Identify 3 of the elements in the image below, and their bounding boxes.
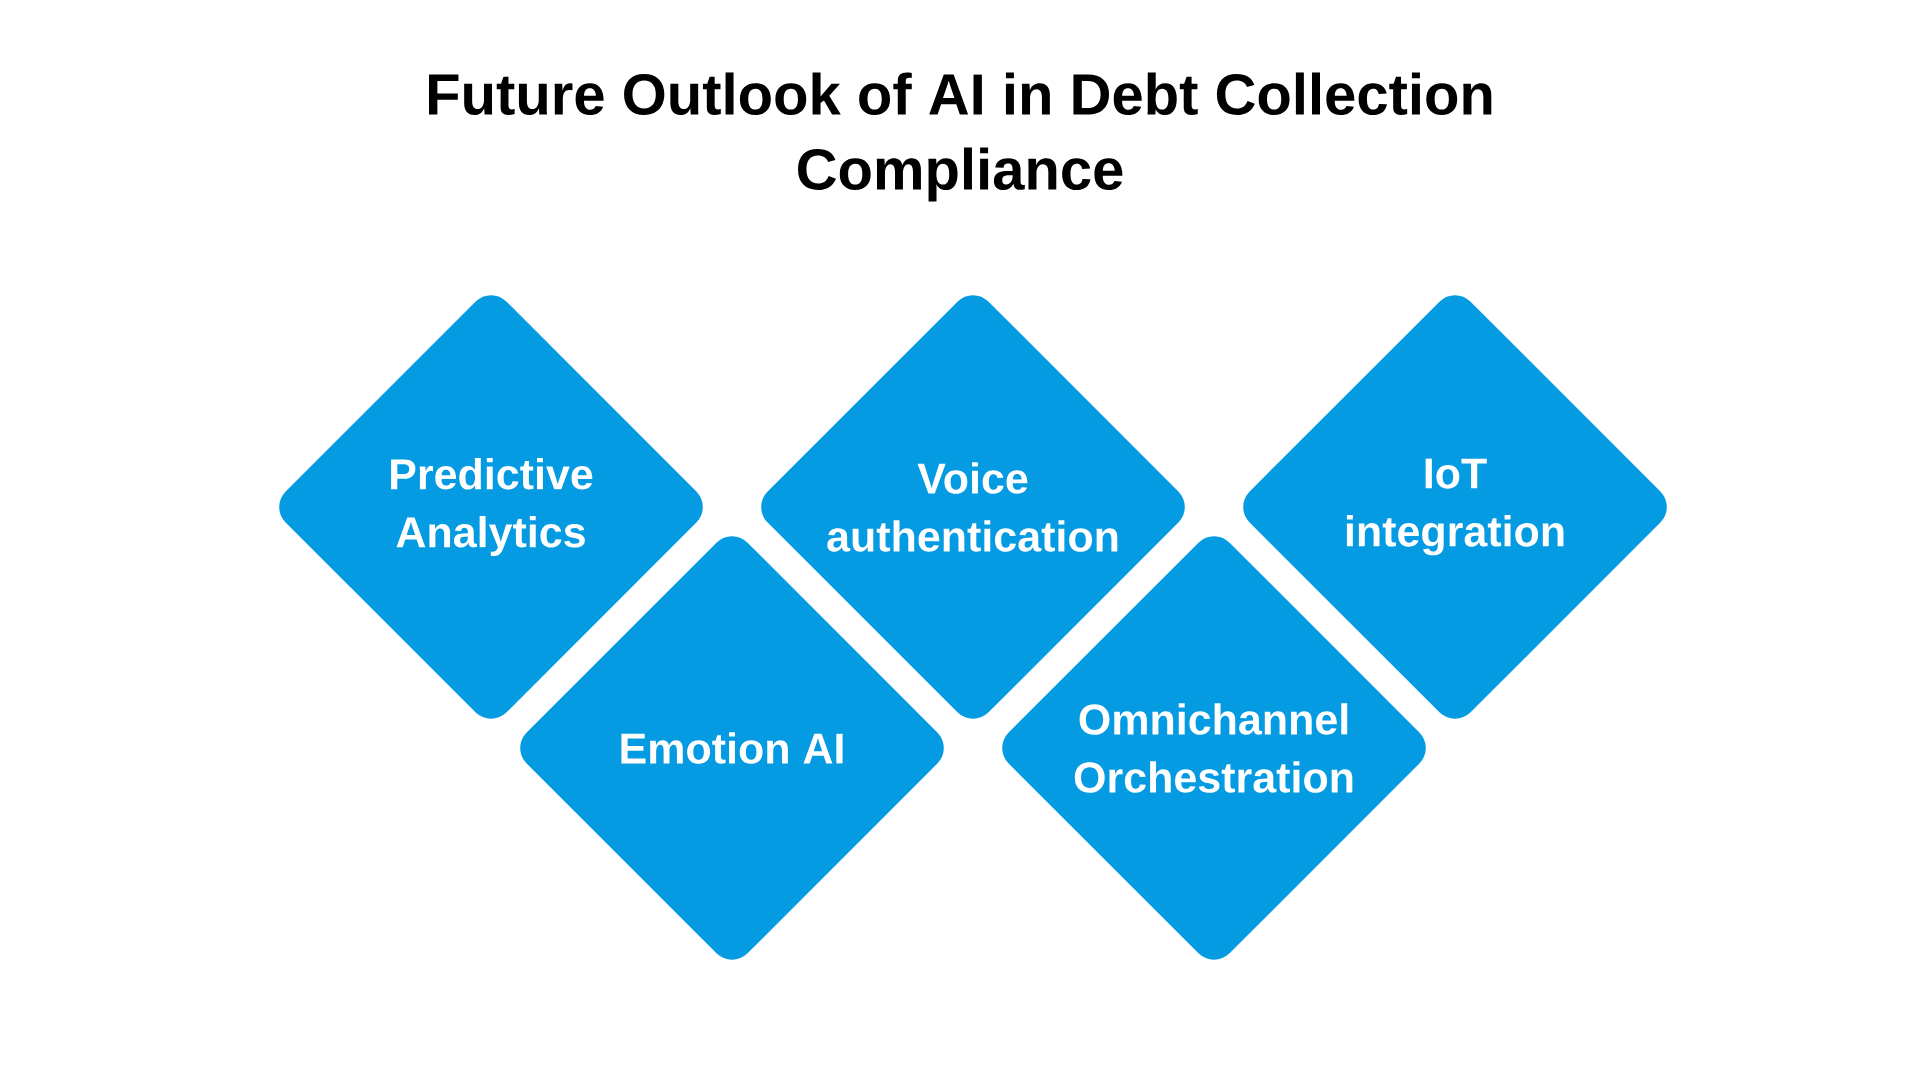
diamond-tile: Predictive Analytics (279, 295, 703, 719)
node-label: Emotion AI (621, 732, 843, 764)
title: Future Outlook of AI in Debt Collection Compliance (429, 72, 1492, 202)
